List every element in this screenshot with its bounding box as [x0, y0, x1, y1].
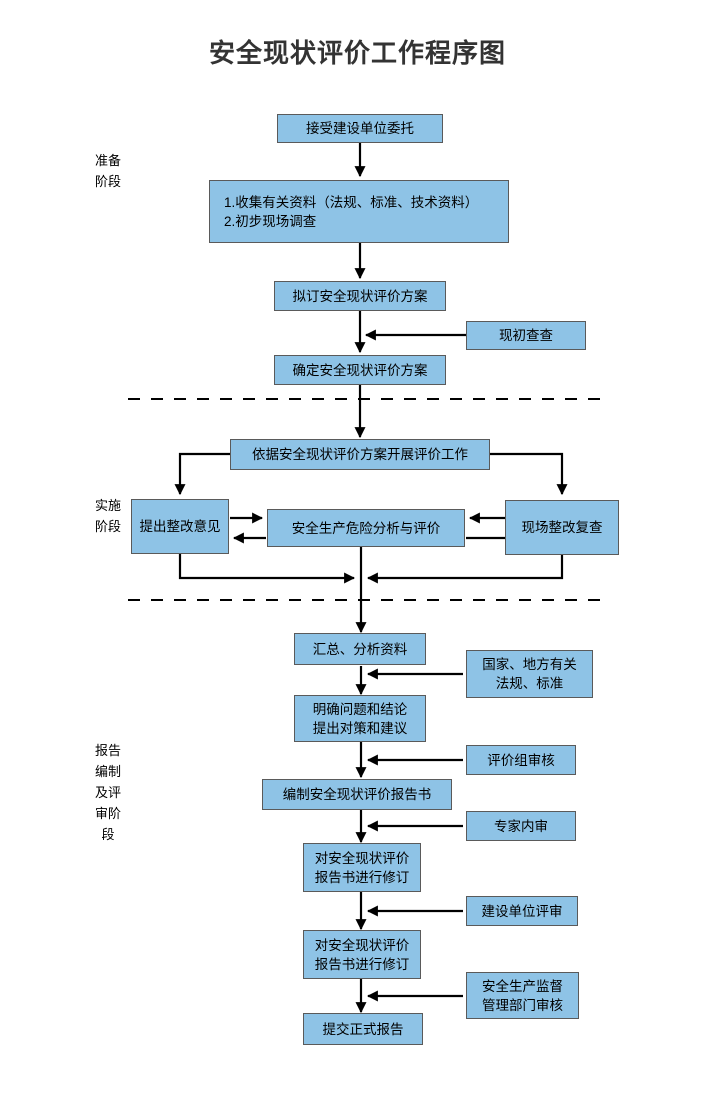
edge-left-to-trunk: [178, 554, 356, 584]
node-revise-report-1[interactable]: 对安全现状评价 报告书进行修订: [303, 843, 421, 892]
node-carry-out-work[interactable]: 依据安全现状评价方案开展评价工作: [230, 439, 490, 470]
node-national-local-regs[interactable]: 国家、地方有关 法规、标准: [466, 650, 593, 698]
edge-carryout-to-right: [490, 452, 568, 496]
node-submit-report[interactable]: 提交正式报告: [303, 1013, 423, 1045]
node-preliminary-survey[interactable]: 现初查查: [466, 321, 586, 350]
node-rectification-opinion[interactable]: 提出整改意见: [131, 499, 229, 554]
node-revise-report-2[interactable]: 对安全现状评价 报告书进行修订: [303, 930, 421, 979]
edge-carryout-to-left: [174, 452, 230, 496]
node-supervision-review[interactable]: 安全生产监督 管理部门审核: [466, 972, 579, 1019]
node-onsite-recheck[interactable]: 现场整改复查: [505, 500, 619, 555]
node-clarify-conclusions[interactable]: 明确问题和结论 提出对策和建议: [294, 695, 426, 742]
node-compile-report[interactable]: 编制安全现状评价报告书: [262, 779, 452, 810]
node-summarize-data[interactable]: 汇总、分析资料: [294, 633, 426, 665]
node-owner-review[interactable]: 建设单位评审: [466, 896, 578, 926]
node-collect-data[interactable]: 1.收集有关资料（法规、标准、技术资料） 2.初步现场调查: [209, 180, 509, 243]
stage-label-implementation: 实施阶段: [95, 498, 122, 534]
node-hazard-analysis[interactable]: 安全生产危险分析与评价: [267, 509, 465, 547]
node-expert-review[interactable]: 专家内审: [466, 811, 576, 841]
node-draft-plan[interactable]: 拟订安全现状评价方案: [274, 281, 446, 311]
stage-label-report: 报告编制及评审阶段: [95, 743, 122, 842]
edge-right-to-trunk: [366, 555, 564, 584]
page-title: 安全现状评价工作程序图: [208, 38, 506, 68]
node-accept-commission[interactable]: 接受建设单位委托: [277, 114, 443, 143]
node-review-group[interactable]: 评价组审核: [466, 745, 576, 775]
stage-label-preparation: 准备阶段: [95, 153, 122, 189]
node-confirm-plan[interactable]: 确定安全现状评价方案: [274, 355, 446, 385]
